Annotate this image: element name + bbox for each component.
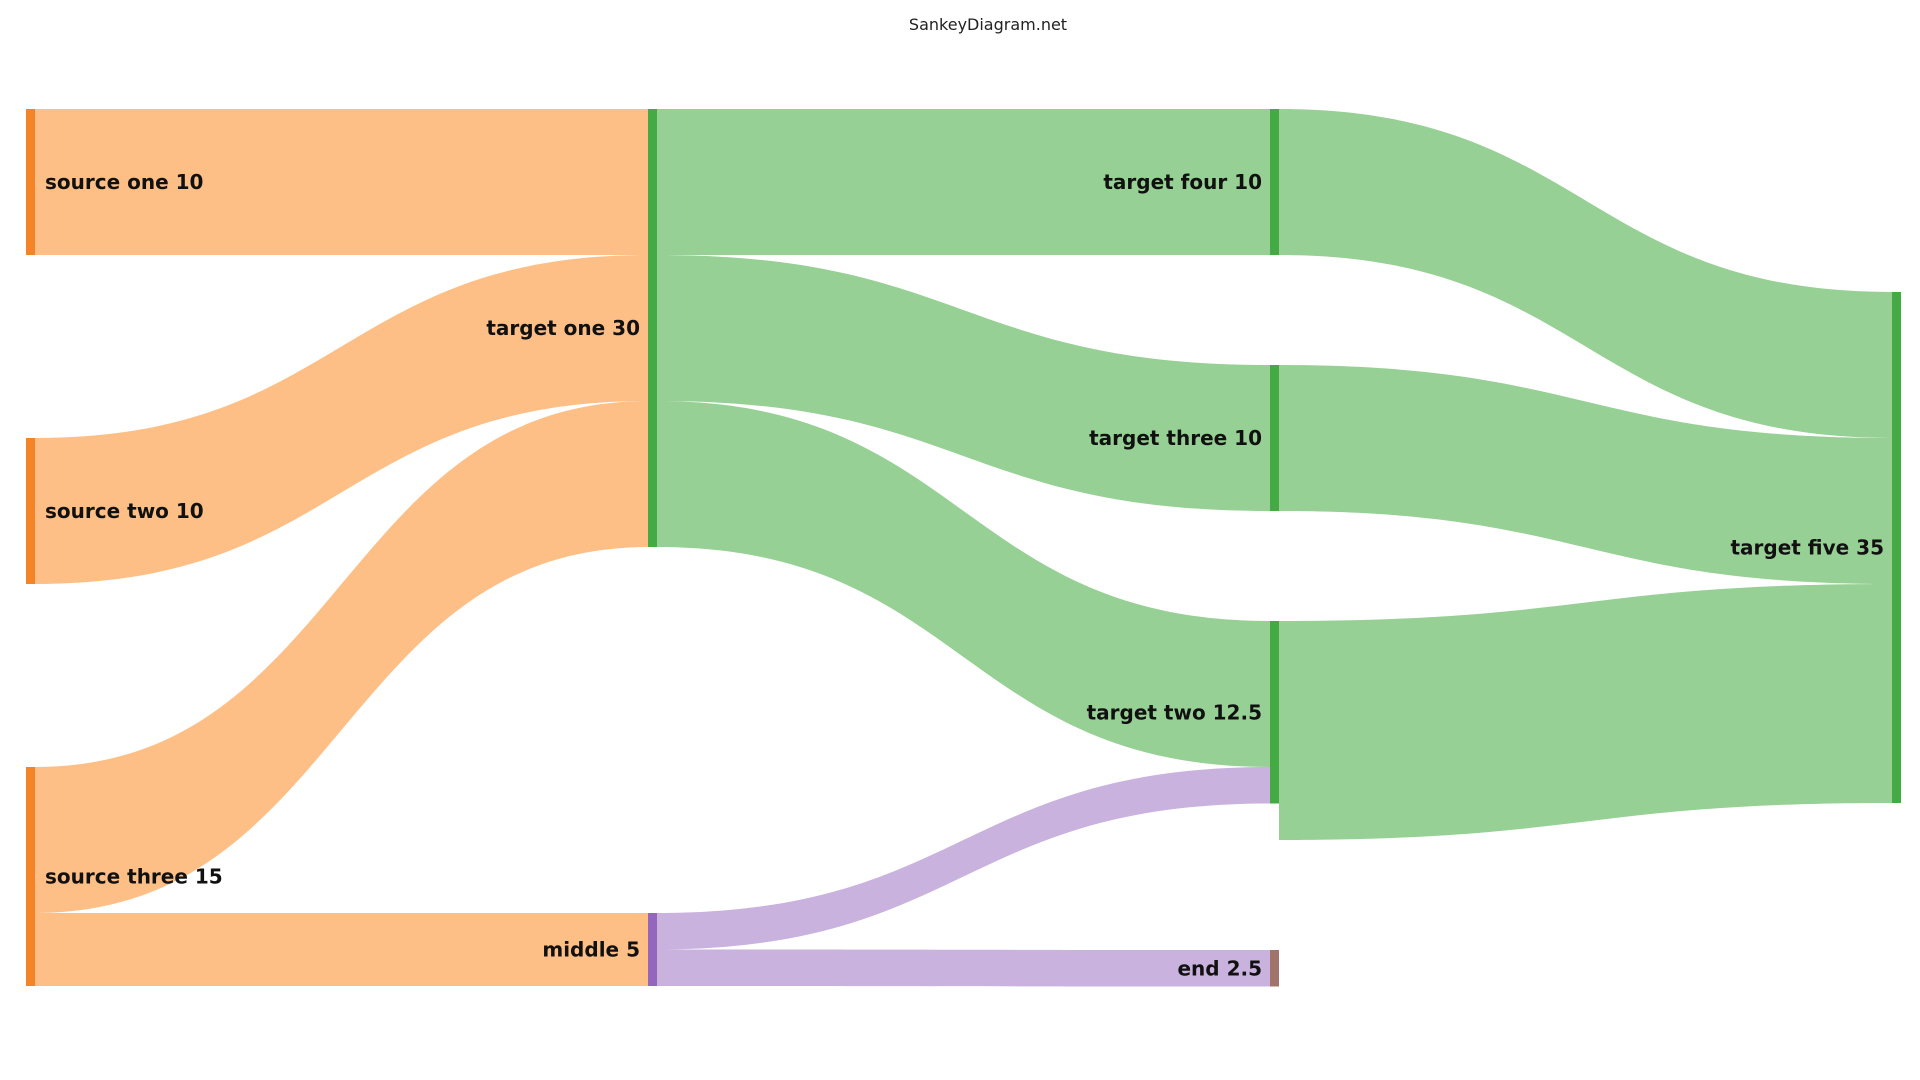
node-mid[interactable] <box>648 913 657 986</box>
link-mid-to-t2[interactable] <box>657 767 1270 950</box>
nodes-layer <box>26 109 1901 987</box>
node-s1[interactable] <box>26 109 35 255</box>
link-t2-to-t5[interactable] <box>1279 584 1892 840</box>
node-label-t1: target one 30 <box>486 316 640 340</box>
node-label-s3: source three 15 <box>45 865 223 889</box>
node-t2[interactable] <box>1270 621 1279 804</box>
link-s1-to-t1[interactable] <box>35 109 648 255</box>
link-t1-to-t2[interactable] <box>657 401 1270 767</box>
node-t1[interactable] <box>648 109 657 547</box>
link-s3-to-t1[interactable] <box>35 401 648 913</box>
node-t4[interactable] <box>1270 109 1279 255</box>
node-label-t2: target two 12.5 <box>1087 700 1262 724</box>
node-t5[interactable] <box>1892 292 1901 803</box>
node-label-t5: target five 35 <box>1730 536 1884 560</box>
link-t1-to-t3[interactable] <box>657 255 1270 511</box>
node-t3[interactable] <box>1270 365 1279 511</box>
link-s2-to-t1[interactable] <box>35 255 648 584</box>
link-t4-to-t5[interactable] <box>1279 109 1892 438</box>
node-s2[interactable] <box>26 438 35 584</box>
node-label-mid: middle 5 <box>542 938 640 962</box>
links-layer <box>35 109 1892 987</box>
link-t1-to-t4[interactable] <box>657 109 1270 255</box>
diagram-title: SankeyDiagram.net <box>909 15 1067 34</box>
node-s3[interactable] <box>26 767 35 986</box>
link-t3-to-t5[interactable] <box>1279 365 1892 584</box>
link-s3-to-mid[interactable] <box>35 913 648 986</box>
link-mid-to-end[interactable] <box>657 949 1270 987</box>
node-label-s2: source two 10 <box>45 499 204 523</box>
node-end[interactable] <box>1270 950 1279 987</box>
node-label-t3: target three 10 <box>1089 426 1262 450</box>
node-label-end: end 2.5 <box>1177 956 1262 980</box>
labels-layer: source one 10 source two 10 source three 1… <box>45 170 1884 980</box>
node-label-s1: source one 10 <box>45 170 203 194</box>
node-label-t4: target four 10 <box>1103 170 1262 194</box>
